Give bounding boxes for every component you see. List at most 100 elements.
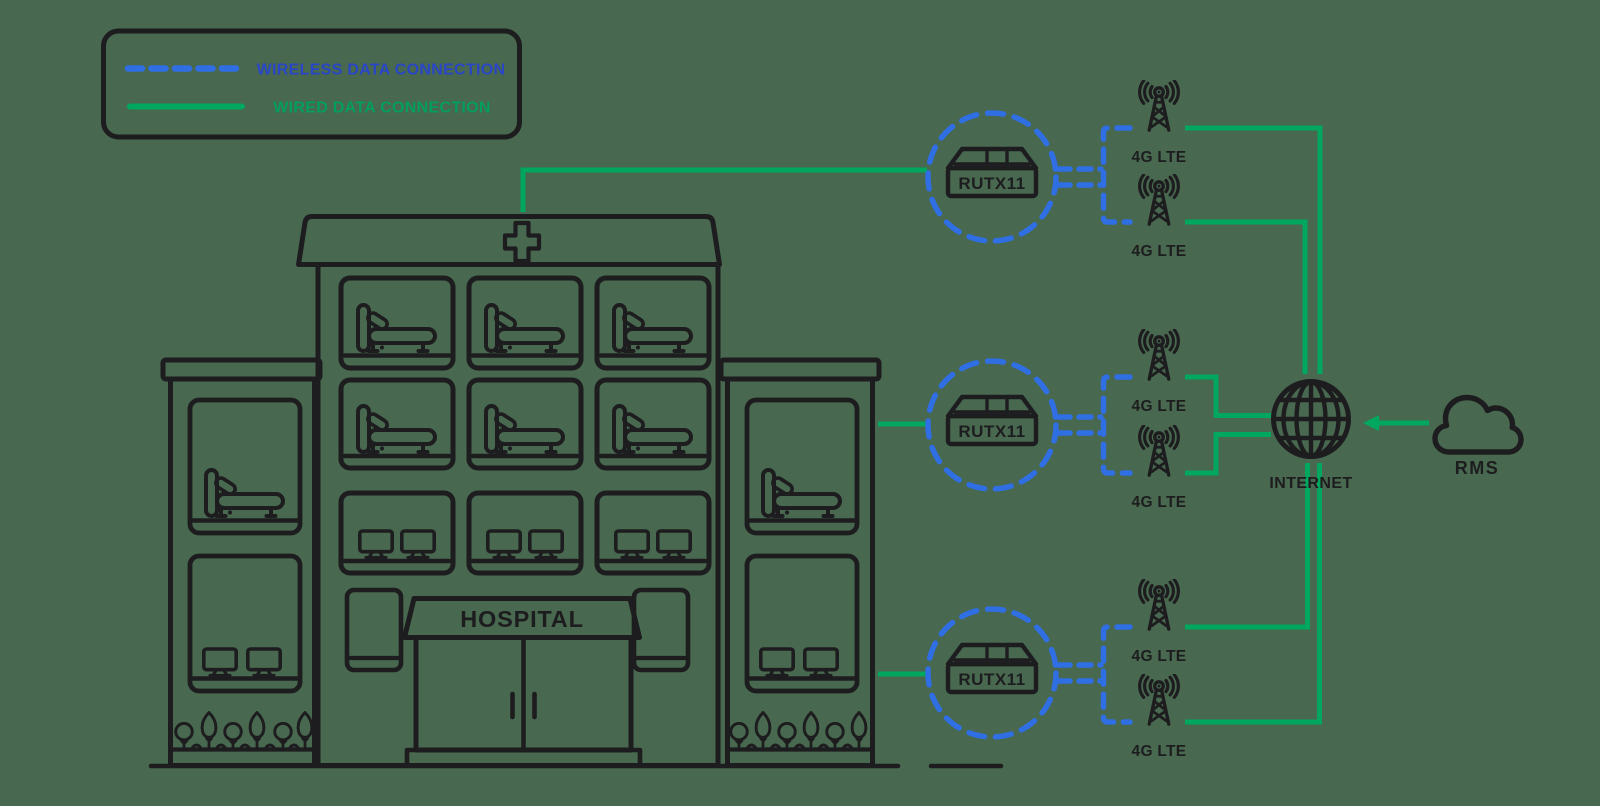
tree-icon — [850, 711, 868, 749]
router-label: RUTX11 — [958, 670, 1025, 689]
wireless-bracket — [1100, 374, 1133, 476]
tree-icon — [825, 722, 845, 750]
legend-box — [101, 28, 522, 140]
tower-label: 4G LTE — [1132, 648, 1187, 665]
cell-tower-icon — [1137, 425, 1181, 477]
tree-icon — [802, 711, 820, 749]
window — [744, 553, 860, 694]
door-handles — [510, 691, 537, 720]
bed-icon — [612, 303, 693, 353]
router-3: RUTX11 — [925, 606, 1059, 740]
wireless-bracket — [1100, 125, 1133, 225]
legend-wired-label: WIRED DATA CONNECTION — [273, 100, 491, 117]
tree-icon — [200, 711, 218, 749]
monitor-icon — [656, 529, 692, 560]
tower-label: 4G LTE — [1132, 243, 1187, 260]
monitor-icon — [246, 647, 282, 678]
wired-line-tower2-internet — [1185, 219, 1308, 374]
window — [466, 377, 584, 471]
monitor-icon — [400, 529, 436, 560]
cell-tower-icon — [1137, 174, 1181, 226]
monitor-icon — [803, 647, 839, 678]
tree-icon — [174, 722, 194, 750]
tree-icon — [296, 711, 314, 749]
bed-icon — [612, 404, 693, 454]
tower-label: 4G LTE — [1132, 149, 1187, 166]
wired-arrowhead-internet — [1363, 415, 1379, 431]
hospital-entrance: HOSPITAL — [402, 596, 643, 768]
wing-cornice — [160, 357, 323, 382]
tree-icon — [223, 722, 243, 750]
wired-line-tower4-internet — [1185, 432, 1271, 476]
window — [338, 377, 456, 471]
tree-icon — [754, 711, 772, 749]
window — [187, 553, 303, 694]
monitor-icon — [358, 529, 394, 560]
wired-line-tower6-internet — [1185, 463, 1322, 725]
router-2: RUTX11 — [925, 358, 1059, 492]
hospital-main-body — [315, 262, 721, 768]
wing-cornice — [718, 357, 882, 382]
cell-tower-icon — [1137, 80, 1181, 132]
window — [466, 275, 584, 371]
monitor-icon — [614, 529, 650, 560]
wireless-zone-circle — [925, 110, 1059, 244]
hospital-monitor-windows-row — [338, 490, 712, 576]
narrow-window — [344, 587, 404, 673]
hospital-bed-windows-row2 — [338, 377, 712, 471]
window — [744, 397, 860, 536]
window — [466, 490, 584, 576]
wireless-bracket — [1100, 624, 1133, 725]
medical-cross-icon — [502, 220, 542, 264]
cell-tower-4: 4G LTE — [1132, 425, 1187, 511]
wireless-link-router2 — [1055, 374, 1133, 476]
cell-tower-icon — [1137, 579, 1181, 631]
wired-line-tower5-internet — [1185, 463, 1310, 630]
cell-tower-icon — [1137, 329, 1181, 381]
wired-line-tower3-internet — [1185, 374, 1271, 418]
router-icon — [945, 146, 1039, 199]
rms-label: RMS — [1455, 458, 1500, 478]
router-icon — [945, 394, 1039, 447]
window — [187, 397, 303, 536]
bed-icon — [356, 404, 437, 454]
window — [338, 275, 456, 371]
cell-tower-icon — [1137, 674, 1181, 726]
tree-icon — [248, 711, 266, 749]
tree-icon — [729, 722, 749, 750]
monitor-icon — [202, 647, 238, 678]
router-1: RUTX11 — [925, 110, 1059, 244]
wireless-connections — [1055, 125, 1133, 725]
internet-node: INTERNET — [1269, 379, 1352, 492]
tower-label: 4G LTE — [1132, 398, 1187, 415]
wired-connections — [520, 125, 1429, 725]
cloud-icon — [1432, 394, 1524, 455]
window — [594, 490, 712, 576]
router-icon — [945, 642, 1039, 695]
monitor-icon — [528, 529, 564, 560]
tower-label: 4G LTE — [1132, 494, 1187, 511]
window — [338, 490, 456, 576]
entrance-awning — [402, 596, 642, 640]
hospital-left-wing — [160, 357, 323, 768]
wireless-zone-circle — [925, 358, 1059, 492]
monitor-icon — [759, 647, 795, 678]
router-label: RUTX11 — [958, 174, 1025, 193]
wireless-link-router3 — [1055, 624, 1133, 725]
hospital-building: HOSPITAL — [148, 214, 1004, 769]
globe-icon — [1271, 379, 1351, 459]
cell-tower-3: 4G LTE — [1132, 329, 1187, 415]
hospital-sign-text: HOSPITAL — [460, 606, 583, 632]
cell-tower-2: 4G LTE — [1132, 174, 1187, 260]
cell-tower-5: 4G LTE — [1132, 579, 1187, 665]
cell-tower-6: 4G LTE — [1132, 674, 1186, 760]
bed-icon — [484, 303, 565, 353]
legend: WIRELESS DATA CONNECTION WIRED DATA CONN… — [101, 28, 522, 140]
window — [594, 377, 712, 471]
wired-line-hospital-router1 — [520, 167, 927, 212]
router-label: RUTX11 — [958, 422, 1025, 441]
bed-icon — [484, 404, 565, 454]
window — [594, 275, 712, 371]
bed-icon — [356, 303, 437, 353]
